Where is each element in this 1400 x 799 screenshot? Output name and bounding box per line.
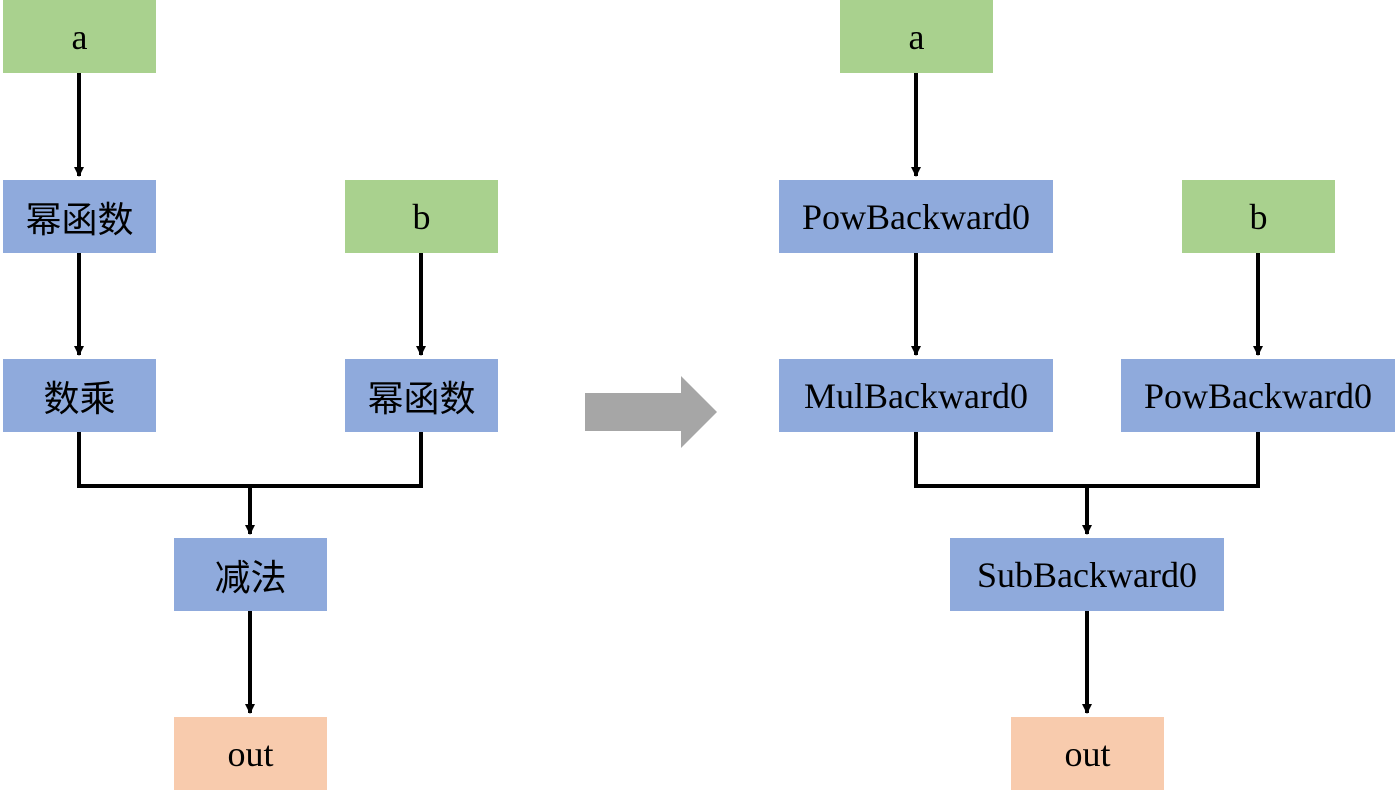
left-node-pow-a: 幂函数 bbox=[3, 180, 156, 253]
left-node-out: out bbox=[174, 717, 327, 790]
right-node-pow-a-label: PowBackward0 bbox=[802, 196, 1030, 237]
right-node-a: a bbox=[840, 0, 993, 73]
right-node-pow-b-label: PowBackward0 bbox=[1144, 375, 1372, 416]
right-node-out: out bbox=[1011, 717, 1164, 790]
left-node-sub-label: 减法 bbox=[214, 557, 287, 598]
left-node-b: b bbox=[345, 180, 498, 253]
left-node-pow-a-label: 幂函数 bbox=[25, 199, 134, 240]
left-node-mul-label: 数乘 bbox=[43, 378, 116, 419]
left-node-b-label: b bbox=[412, 196, 431, 237]
left-node-a-label: a bbox=[71, 16, 88, 57]
right-node-b: b bbox=[1182, 180, 1335, 253]
transform-arrow-icon bbox=[585, 376, 717, 448]
right-node-sub-label: SubBackward0 bbox=[977, 554, 1197, 595]
left-node-a: a bbox=[3, 0, 156, 73]
right-node-b-label: b bbox=[1249, 196, 1268, 237]
left-node-mul: 数乘 bbox=[3, 359, 156, 432]
right-node-a-label: a bbox=[908, 16, 925, 57]
right-node-mul-label: MulBackward0 bbox=[804, 375, 1028, 416]
right-node-pow-b: PowBackward0 bbox=[1121, 359, 1395, 432]
left-node-sub: 减法 bbox=[174, 538, 327, 611]
left-node-pow-b-label: 幂函数 bbox=[367, 378, 476, 419]
left-node-pow-b: 幂函数 bbox=[345, 359, 498, 432]
right-node-pow-a: PowBackward0 bbox=[779, 180, 1053, 253]
right-node-mul: MulBackward0 bbox=[779, 359, 1053, 432]
edge-left-merge bbox=[77, 432, 423, 488]
right-node-out-label: out bbox=[1064, 733, 1111, 774]
right-node-sub: SubBackward0 bbox=[950, 538, 1224, 611]
left-node-out-label: out bbox=[227, 733, 274, 774]
edge-right-merge bbox=[914, 432, 1260, 488]
